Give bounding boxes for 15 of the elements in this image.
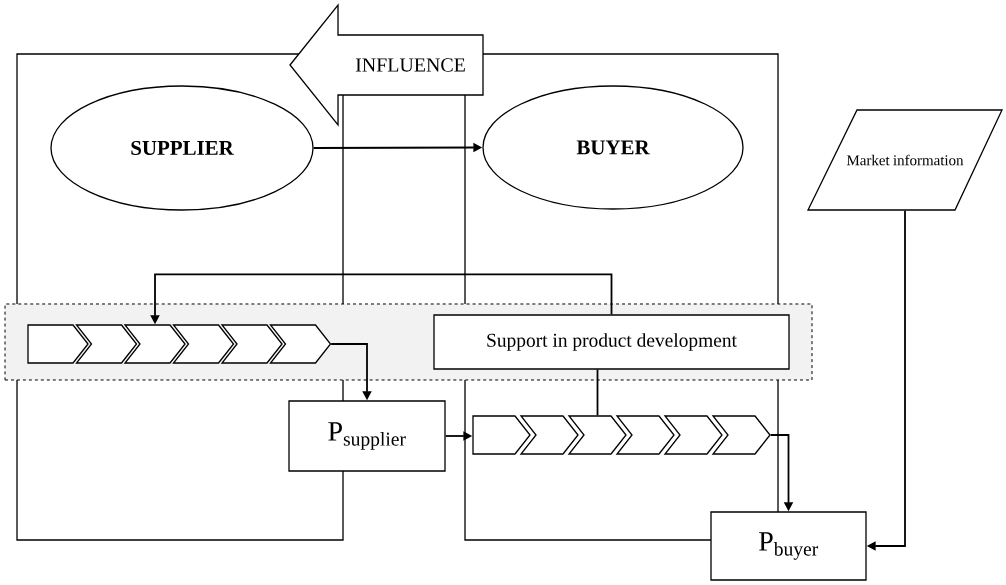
connector-line bbox=[596, 368, 599, 417]
process-box: P$_{supplier}$ bbox=[288, 400, 446, 472]
chevron-step bbox=[269, 324, 332, 364]
chevron-step bbox=[519, 415, 579, 455]
process-box: P$_{buyer}$ bbox=[710, 511, 867, 581]
chevron-step bbox=[172, 324, 235, 364]
chevron-step bbox=[567, 415, 627, 455]
chevron-step bbox=[75, 324, 138, 364]
process-box: Support in product development bbox=[433, 314, 790, 370]
chevron-step bbox=[663, 415, 723, 455]
chevron-step bbox=[711, 415, 771, 455]
chevron-step bbox=[472, 415, 531, 455]
chevron-step bbox=[220, 324, 283, 364]
chevron-step bbox=[615, 415, 675, 455]
chevron-step bbox=[123, 324, 186, 364]
